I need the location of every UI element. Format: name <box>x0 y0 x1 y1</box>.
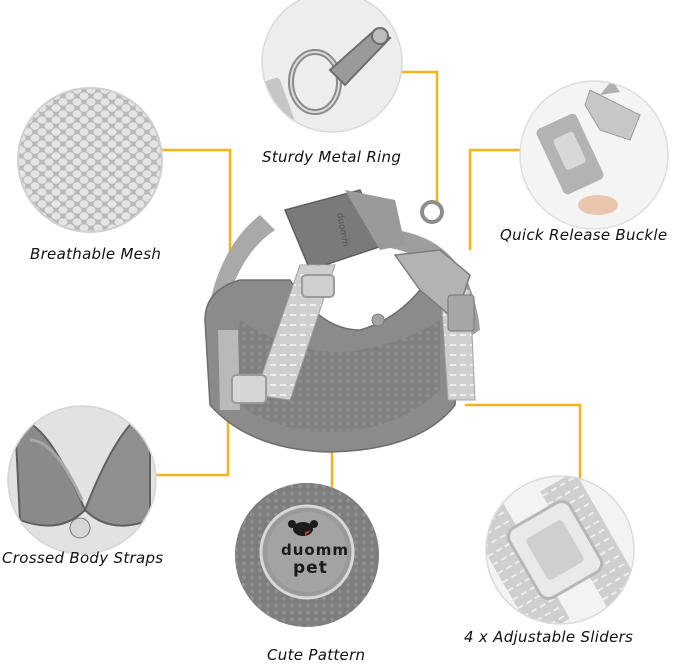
dog-face-icon <box>288 520 318 536</box>
harness-product-photo <box>204 189 480 453</box>
caption-adjustable-sliders: 4 x Adjustable Sliders <box>464 628 634 646</box>
crossed-straps-detail-photo <box>7 405 157 555</box>
caption-breathable-mesh: Breathable Mesh <box>30 245 162 263</box>
logo-text-pet: pet <box>293 558 328 578</box>
cute-pattern-detail-photo <box>235 483 379 627</box>
buckle-detail-photo <box>519 80 669 230</box>
caption-metal-ring: Sturdy Metal Ring <box>262 148 402 166</box>
caption-quick-release-buckle: Quick Release Buckle <box>500 226 668 244</box>
logo-text-duomm: duomm <box>281 541 349 559</box>
mesh-detail-photo <box>17 87 163 233</box>
connector-lines <box>95 70 582 520</box>
metal-ring-detail-photo <box>261 0 403 133</box>
sliders-detail-photo <box>485 475 635 625</box>
connector-sliders <box>465 403 582 480</box>
caption-cute-pattern: Cute Pattern <box>267 646 366 664</box>
caption-crossed-body-straps: Crossed Body Straps <box>2 549 164 567</box>
